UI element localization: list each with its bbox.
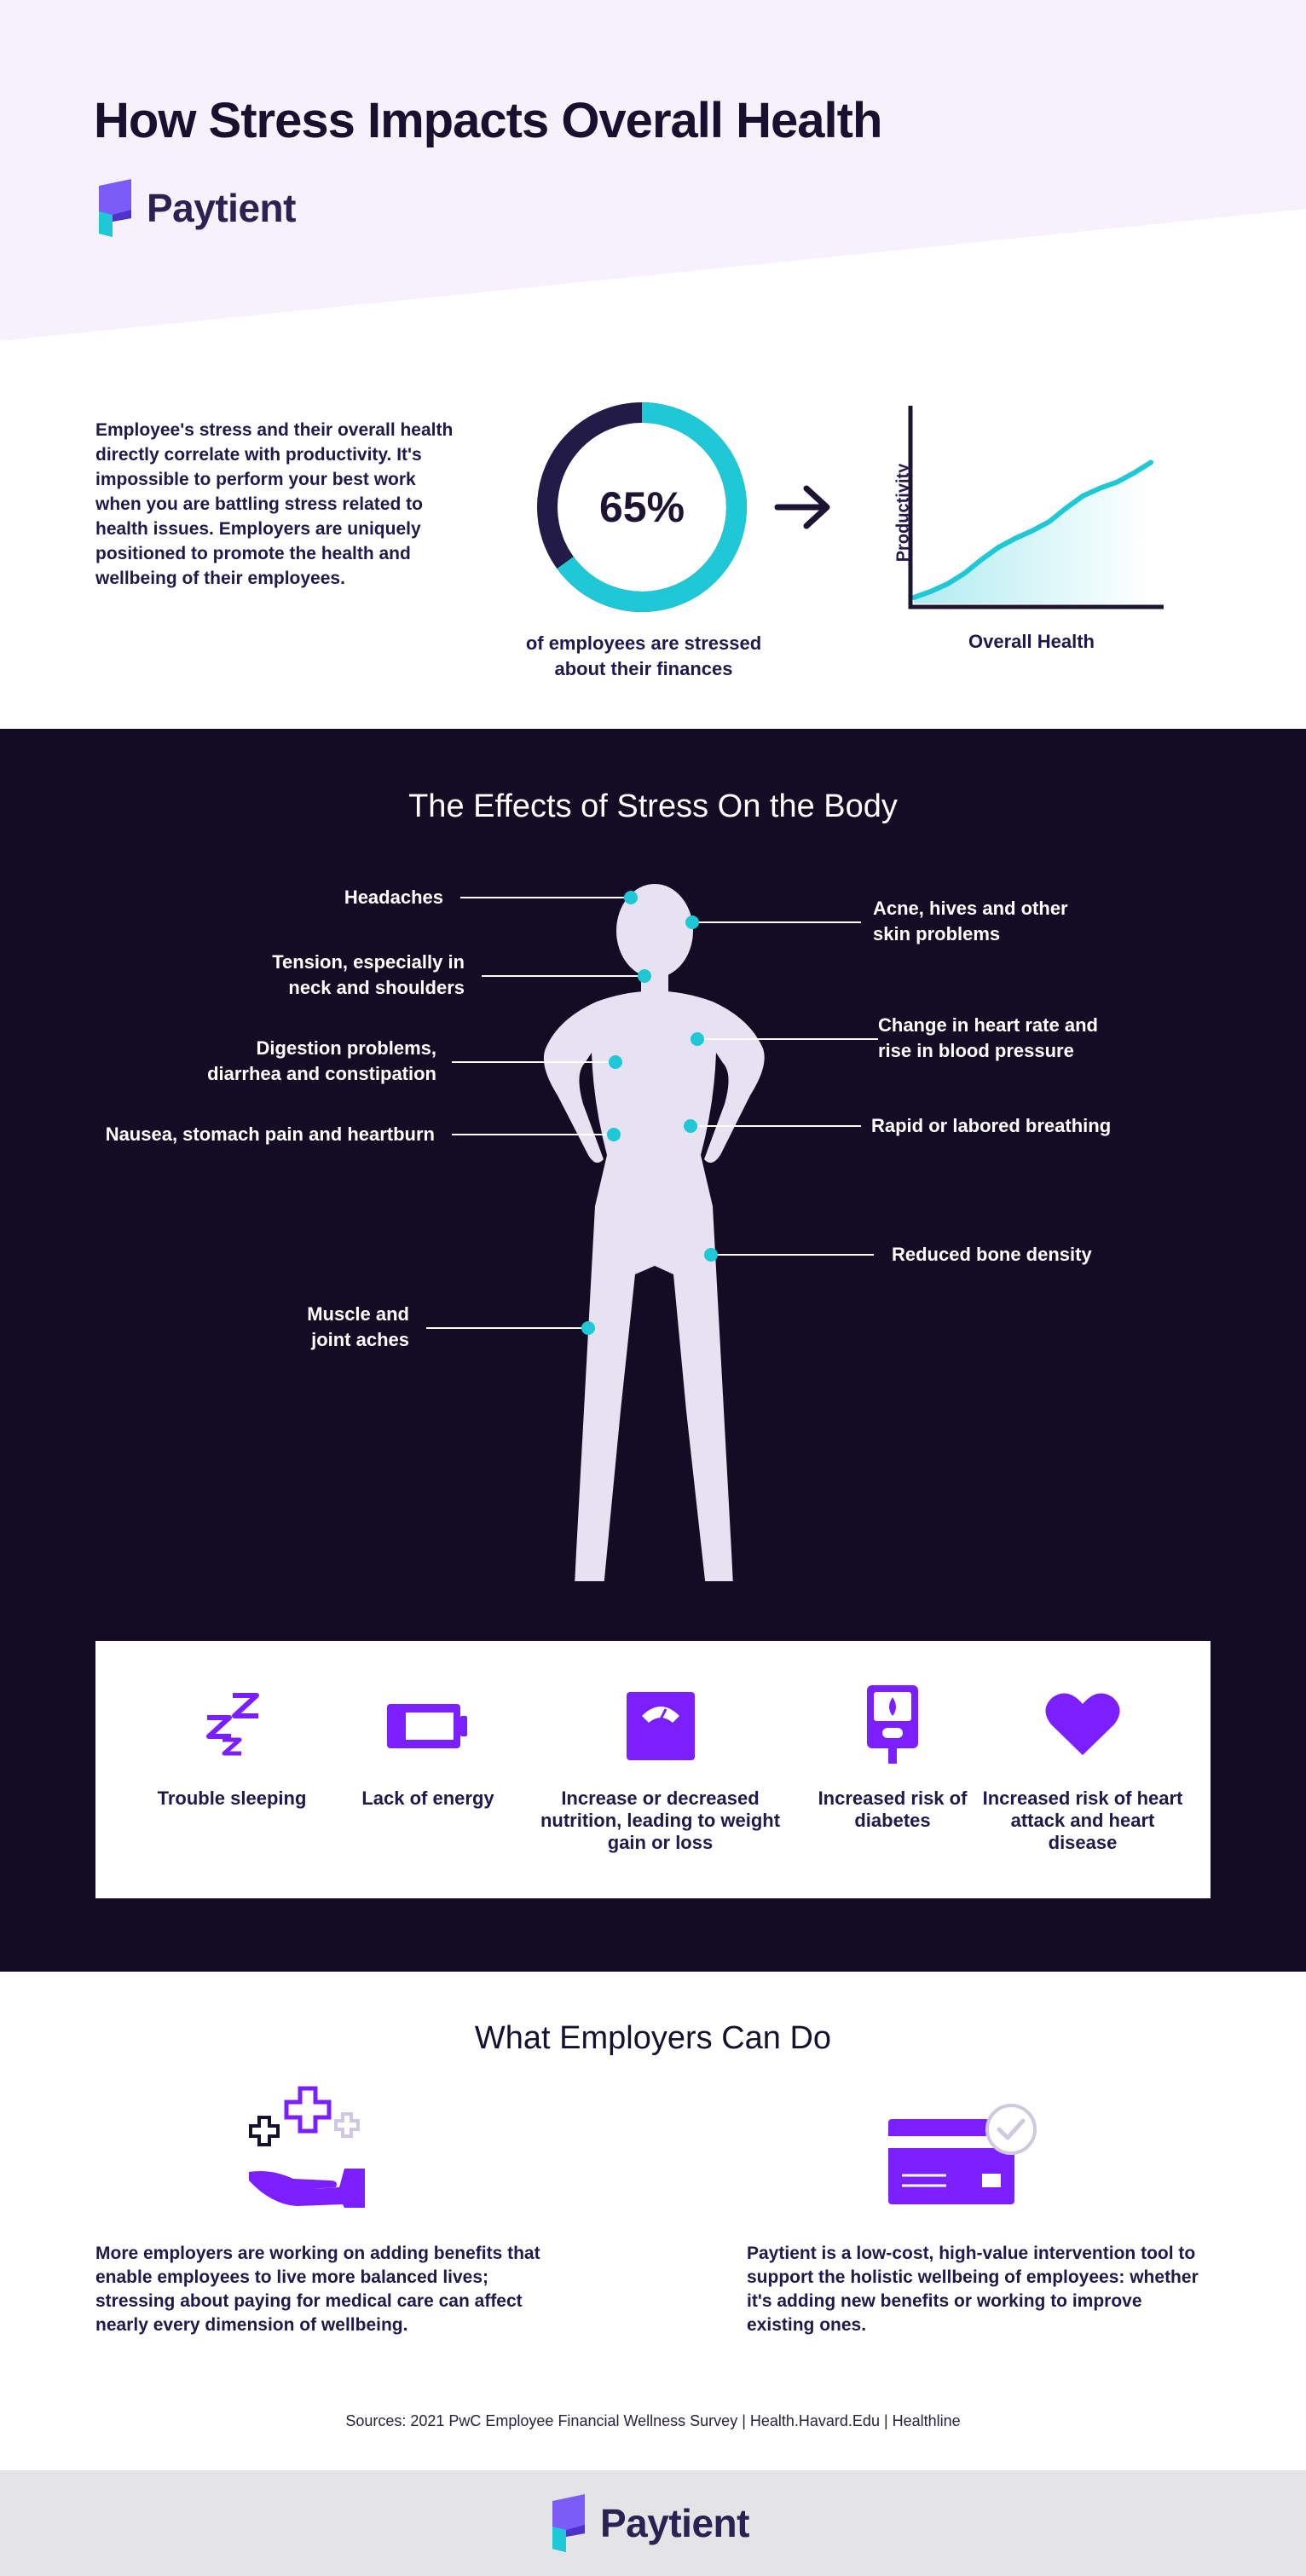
zzz-icon: [206, 1693, 259, 1756]
employers-title: What Employers Can Do: [474, 2020, 832, 2056]
heart-icon: [1045, 1693, 1120, 1755]
callout-skin: Acne, hives and other skin problems: [873, 898, 1068, 944]
callout-tension: Tension, especially in neck and shoulder…: [272, 951, 465, 998]
donut-fill: [537, 402, 747, 612]
symptom-label: Increase or decreased nutrition, leading…: [540, 1788, 781, 1853]
donut-ring: [537, 402, 747, 612]
paytient-logo-icon: [552, 2494, 585, 2552]
human-silhouette: [543, 884, 765, 1581]
hero-section: How Stress Impacts Overall Health Paytie…: [0, 0, 1306, 341]
stat-caption: of employees are stressed about their fi…: [525, 632, 762, 679]
page-title: How Stress Impacts Overall Health: [94, 93, 882, 148]
symptom-label: Lack of energy: [361, 1788, 494, 1809]
low-battery-icon: [387, 1704, 467, 1748]
callout-digestion: Digestion problems, diarrhea and constip…: [207, 1037, 436, 1084]
footer-brand-name: Paytient: [600, 2501, 749, 2545]
brand-logo[interactable]: Paytient: [95, 177, 296, 239]
symptom-lack-of-energy: Lack of energy: [326, 1641, 530, 1898]
callout-dots: [581, 891, 718, 1335]
callout-lines: [426, 897, 878, 1329]
symptom-label: Increased risk of diabetes: [818, 1788, 968, 1831]
callout-headaches: Headaches: [344, 887, 443, 908]
sources-line: Sources: 2021 PwC Employee Financial Wel…: [345, 2412, 961, 2429]
employers-right-text: Paytient is a low-cost, high-value inter…: [747, 2244, 1199, 2335]
chart-series-line: [911, 459, 1153, 600]
footer: Paytient: [0, 2470, 1306, 2576]
brand-name: Paytient: [147, 186, 296, 230]
callout-heart-rate: Change in heart rate and rise in blood p…: [878, 1014, 1098, 1061]
symptoms-card: Trouble sleeping Lack of energy Increase…: [95, 1641, 1211, 1898]
chart-x-label: Overall Health: [968, 631, 1095, 652]
effects-title: The Effects of Stress On the Body: [408, 788, 898, 824]
symptom-nutrition: Increase or decreased nutrition, leading…: [530, 1641, 790, 1898]
symptom-heart-disease: Increased risk of heart attack and heart…: [980, 1641, 1185, 1898]
intro-paragraph: Employee's stress and their overall heal…: [95, 420, 454, 588]
callout-nausea: Nausea, stomach pain and heartburn: [105, 1123, 435, 1145]
credit-card-check-icon: [888, 2104, 1037, 2204]
glucose-meter-icon: [867, 1685, 918, 1764]
effects-section: The Effects of Stress On the Body: [0, 729, 1306, 1972]
callout-muscle: Muscle and joint aches: [307, 1303, 409, 1350]
body-figure-illustration: [426, 884, 878, 1581]
paytient-logo-icon: [99, 179, 131, 237]
stat-donut: 65%: [535, 401, 748, 614]
symptom-label: Trouble sleeping: [157, 1788, 307, 1809]
symptom-label: Increased risk of heart attack and heart…: [982, 1788, 1183, 1853]
arrow-right-icon: [774, 485, 830, 529]
productivity-chart: [908, 406, 1164, 609]
symptom-diabetes: Increased risk of diabetes: [790, 1641, 995, 1898]
footer-brand-logo[interactable]: Paytient: [549, 2492, 749, 2554]
chart-y-label: Productivity: [893, 463, 913, 563]
callout-bone-density: Reduced bone density: [892, 1244, 1092, 1265]
symptom-trouble-sleeping: Trouble sleeping: [130, 1641, 334, 1898]
callout-breathing: Rapid or labored breathing: [871, 1115, 1112, 1136]
scale-icon: [626, 1692, 695, 1760]
health-benefits-hand-icon: [249, 2086, 365, 2208]
hero-background: [0, 0, 1306, 341]
stat-value: 65%: [598, 483, 685, 531]
employers-left-text: More employers are working on adding ben…: [95, 2244, 540, 2335]
